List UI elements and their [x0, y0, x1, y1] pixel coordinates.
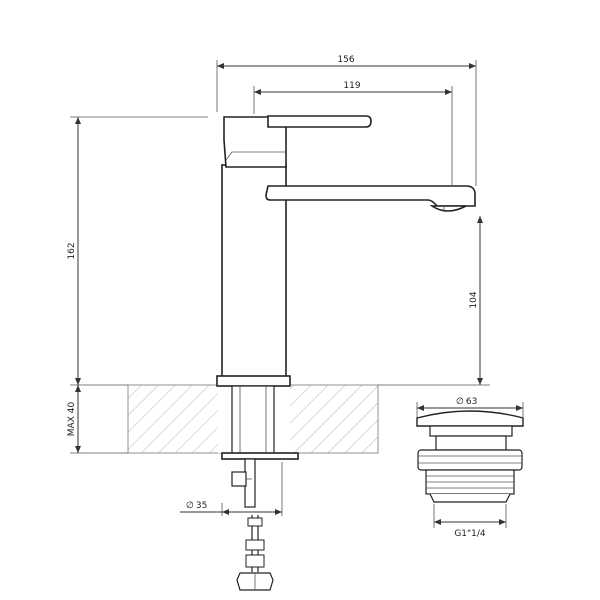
dim-spout-height: 104: [469, 291, 479, 308]
dim-waste-diameter: ∅63: [456, 397, 477, 407]
dim-overall-width: 156: [337, 55, 354, 65]
diameter-symbol: ∅: [456, 397, 464, 407]
dim-height: 162: [67, 242, 77, 259]
waste-cap: [416, 410, 524, 427]
faucet-base-flange: [216, 375, 291, 387]
dim-waste-diameter-value: 63: [466, 397, 477, 407]
faucet-body: [216, 115, 476, 387]
spout: [265, 185, 476, 207]
lever-handle: [267, 115, 372, 128]
dim-waste-thread: G1"1/4: [454, 529, 486, 539]
diameter-symbol: ∅: [186, 501, 194, 511]
shank-assembly: [221, 385, 299, 591]
fixing-plate: [221, 452, 299, 460]
dim-handle-reach: 119: [343, 81, 360, 91]
dim-max-thickness: MAX 40: [67, 402, 77, 437]
dimension-lines: [70, 60, 524, 528]
dim-shank-diameter-value: 35: [196, 501, 207, 511]
dim-shank-diameter: ∅35: [186, 501, 207, 511]
waste-drawing: [416, 410, 524, 503]
aerator: [429, 205, 467, 212]
